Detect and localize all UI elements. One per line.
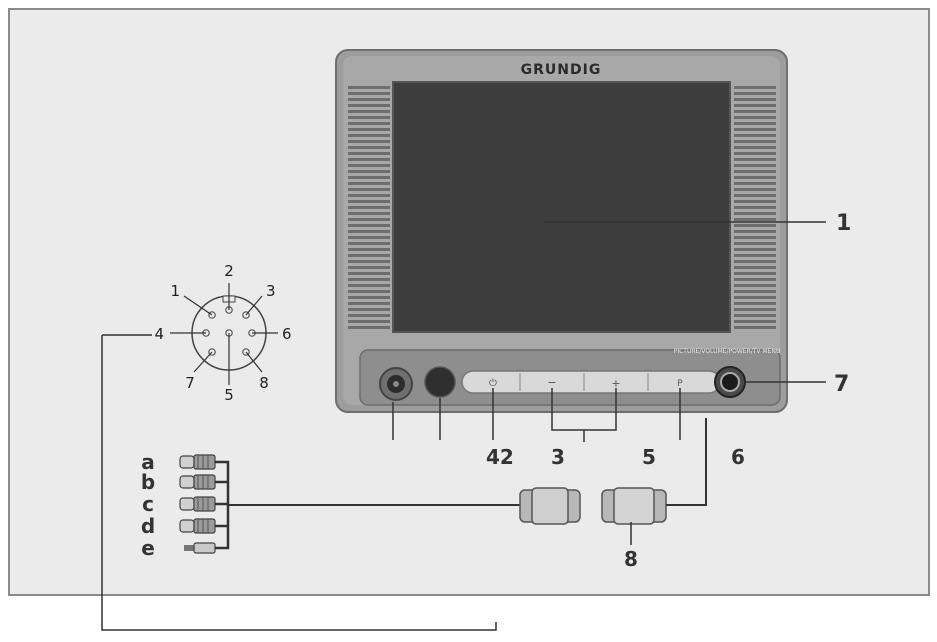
cable-plug-icon [179,496,216,512]
leader-lines [101,221,826,631]
right-speaker-grille [734,86,776,329]
brand-logo: GRUNDIG [521,62,602,78]
pin-label: 8 [259,374,269,392]
ir-sensor-icon [424,366,456,398]
panel-label-text: PICTURE/VOLUME/POWER/TV MENU [674,348,781,355]
pin-leader-line [193,351,213,373]
pin-label: 6 [282,325,292,343]
pin-leader-line [245,351,263,373]
cable-plug-icon [179,454,216,470]
headphone-jack-icon[interactable] [379,367,413,401]
cable-letter: b [141,470,155,494]
volume-plus-button[interactable]: + [611,377,620,390]
scart-adapter-left [519,487,581,525]
pin-label: 3 [266,282,276,300]
volume-minus-button[interactable]: − [547,376,556,389]
callout-6: 6 [731,445,745,469]
callout-1: 1 [836,211,851,236]
cable-plug-icon [179,474,216,490]
cable-letter: d [141,514,155,538]
adapter-cable [666,418,707,506]
pin-label: 7 [185,374,195,392]
tv-screen [392,81,731,333]
pin-label: 1 [170,282,180,300]
callout-5: 5 [642,445,656,469]
program-button[interactable]: P [677,379,683,389]
callout-42: 42 [486,445,514,469]
power-button[interactable]: ⏻ [489,378,497,389]
cable-letter: e [141,536,155,560]
pin-label: 4 [154,325,164,343]
callout-3: 3 [551,445,565,469]
cable-plug-icon [179,518,216,534]
cable-letter: a [141,450,155,474]
pin-label: 5 [224,386,234,404]
pin-label: 2 [224,262,234,280]
tv-monitor: GRUNDIG PICTURE/VOLUME/POWER/TV MENU ⏻ −… [335,49,788,413]
cable-letter: c [142,492,154,516]
scart-adapter-right [601,487,667,525]
pin-leader-line [183,295,213,316]
left-speaker-grille [348,86,390,329]
callout-8: 8 [624,547,638,571]
eight-pin-connector: 1 2 3 4 5 6 7 8 [154,262,291,404]
pin-leader-line [245,295,263,316]
power-jack-icon[interactable] [714,366,746,398]
callout-7: 7 [834,372,849,397]
